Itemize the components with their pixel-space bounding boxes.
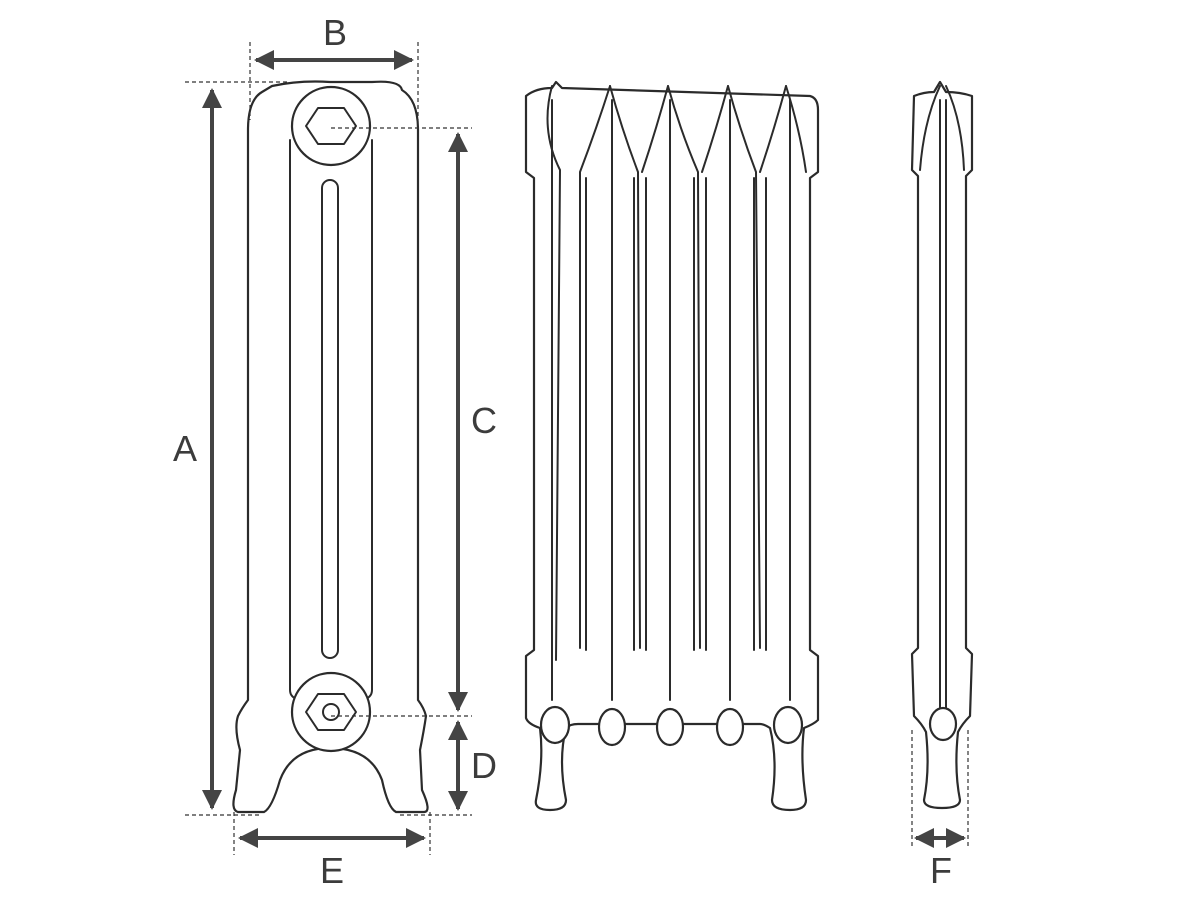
dimension-labels: A B C D E F	[173, 12, 952, 891]
label-c: C	[471, 400, 497, 441]
bottom-connection-plug	[290, 671, 372, 753]
label-f: F	[930, 850, 952, 891]
top-connection-plug	[290, 85, 372, 167]
front-view-section	[232, 80, 429, 814]
dimension-lines	[185, 42, 969, 855]
side-view-section	[910, 80, 974, 810]
label-b: B	[323, 12, 347, 53]
multi-section-view	[524, 80, 820, 812]
label-a: A	[173, 428, 197, 469]
hex-nut-icon	[305, 107, 357, 145]
label-e: E	[320, 850, 344, 891]
label-d: D	[471, 745, 497, 786]
